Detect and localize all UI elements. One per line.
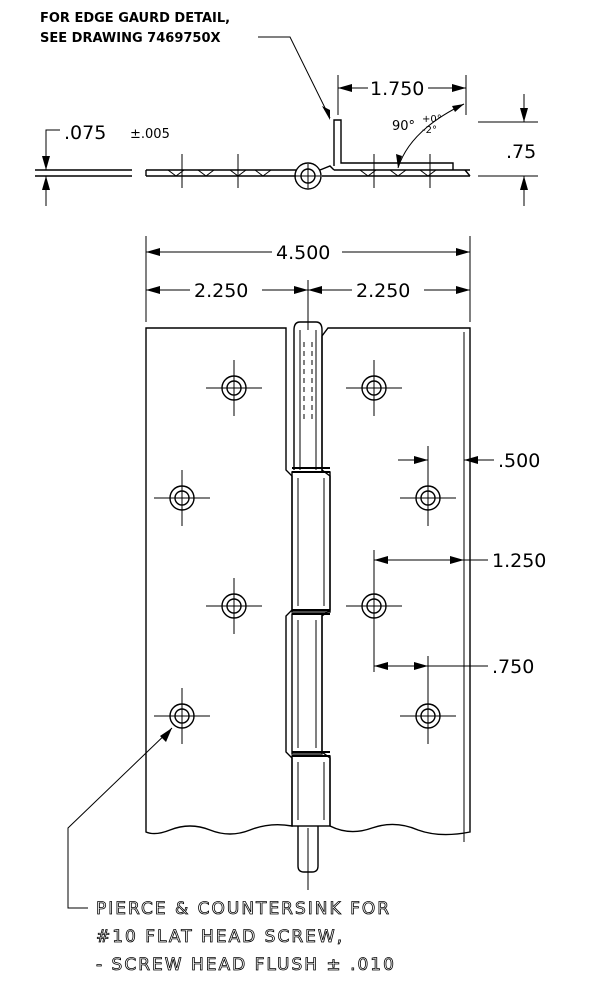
edge-guard-leader	[258, 36, 331, 120]
screw-hole	[206, 360, 262, 416]
pierce-note-line-1: PIERCE & COUNTERSINK FOR	[96, 899, 391, 919]
dim-hole-row-1250-label: 1.250	[492, 550, 546, 572]
screw-hole	[154, 470, 210, 526]
dim-angle-label: 90°	[392, 119, 415, 134]
dim-half-width-left-label: 2.250	[194, 280, 248, 302]
dim-flange-width-label: 1.750	[370, 78, 424, 100]
dim-flange-height: .75	[478, 94, 538, 206]
dim-angle-tol-minus: -2°	[422, 125, 437, 136]
dim-thickness: .075 ±.005	[42, 122, 170, 206]
dim-thickness-label: .075	[64, 122, 106, 144]
screw-hole	[346, 360, 402, 416]
hinge-knuckle	[291, 321, 331, 890]
dim-half-widths: 2.250 2.250	[146, 280, 470, 330]
dim-half-width-right-label: 2.250	[356, 280, 410, 302]
dim-angle-tol-plus: +0°	[422, 114, 442, 125]
dim-thickness-tol: ±.005	[130, 127, 170, 142]
dim-hole-row-750: .750	[373, 616, 534, 678]
pierce-note-line-3: - SCREW HEAD FLUSH ± .010	[96, 955, 396, 975]
pierce-note-leader	[67, 727, 173, 909]
edge-guard-note-line-1: FOR EDGE GAURD DETAIL,	[40, 11, 230, 26]
left-leaf-outline	[145, 327, 293, 835]
dim-hole-edge-dist-label: .500	[498, 450, 540, 472]
screw-hole	[400, 656, 456, 744]
side-view-profile	[35, 119, 471, 190]
edge-guard-note-line-2: SEE DRAWING 7469750X	[40, 31, 221, 46]
dim-overall-width-label: 4.500	[276, 242, 330, 264]
screw-hole	[400, 446, 456, 526]
dim-hole-row-1250: 1.250	[374, 550, 546, 572]
dim-angle: 90° +0° -2°	[392, 103, 465, 169]
screw-hole	[206, 578, 262, 634]
screw-hole	[154, 688, 210, 744]
pierce-note-line-2: #10 FLAT HEAD SCREW,	[96, 927, 344, 947]
dim-overall-width: 4.500	[145, 236, 471, 322]
dim-flange-height-label: .75	[506, 141, 536, 163]
dim-hole-row-750-label: .750	[492, 656, 534, 678]
right-leaf-outline	[321, 327, 471, 836]
dim-flange-width: 1.750	[337, 75, 467, 115]
dim-hole-edge-dist: .500	[398, 450, 540, 472]
